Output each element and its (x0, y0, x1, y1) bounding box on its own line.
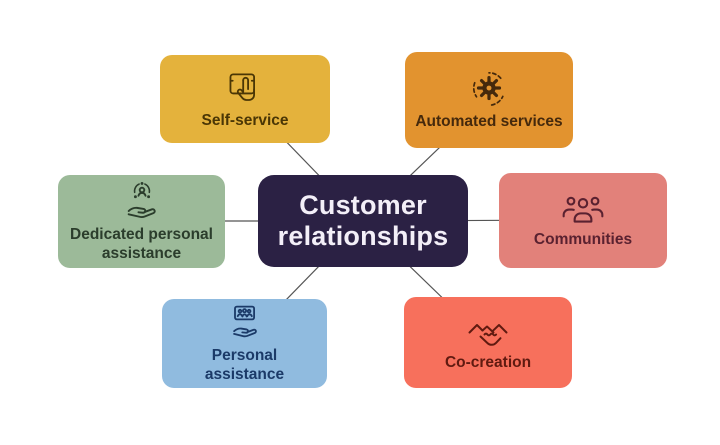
node-label: Automated services (415, 112, 563, 130)
node-co-creation: Co-creation (404, 297, 572, 388)
node-label: Personal assistance (204, 346, 285, 383)
center-node: Customer relationships (258, 175, 468, 267)
people-group-icon (560, 191, 606, 227)
hand-care-person-icon (121, 180, 163, 222)
node-label: Co-creation (444, 354, 532, 372)
gear-automation-icon (468, 69, 510, 109)
node-label: Communities (533, 231, 633, 249)
node-automated-services: Automated services (405, 52, 573, 148)
node-label: Self-service (201, 111, 289, 129)
handshake-icon (466, 312, 510, 350)
node-self-service: Self-service (160, 55, 330, 143)
node-label: Dedicated personal assistance (70, 225, 213, 262)
touchscreen-tap-icon (225, 68, 265, 108)
diagram-title: Customer relationships (277, 189, 449, 251)
node-dedicated-personal-assistance: Dedicated personal assistance (58, 175, 225, 268)
node-communities: Communities (499, 173, 667, 268)
hand-holding-people-icon (225, 303, 265, 343)
node-personal-assistance: Personal assistance (162, 299, 327, 388)
